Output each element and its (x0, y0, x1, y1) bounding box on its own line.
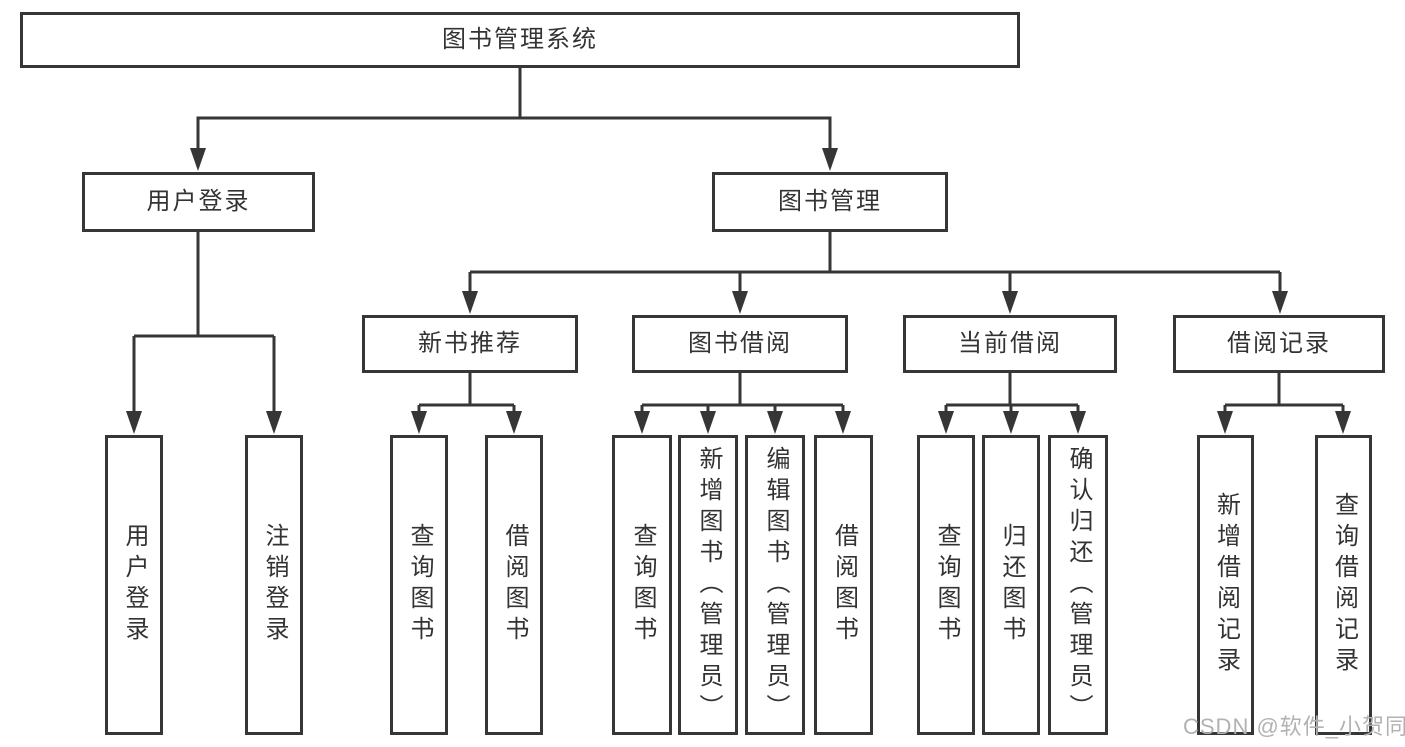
leaf-borrow-books-borrowing: 借阅图书 (814, 435, 873, 735)
leaf-query-books-borrowing: 查询图书 (612, 435, 672, 735)
leaf-borrow-books-recommend-label: 借阅图书 (501, 523, 528, 647)
leaf-query-borrow-record-label: 查询借阅记录 (1330, 492, 1358, 678)
leaf-add-borrow-record: 新增借阅记录 (1197, 435, 1254, 735)
node-borrowing-records-label: 借阅记录 (1227, 330, 1331, 357)
node-new-book-recommendation-label: 新书推荐 (418, 330, 522, 357)
csdn-watermark: CSDN @软件_小贺同学 (1183, 714, 1405, 739)
leaf-add-borrow-record-label: 新增借阅记录 (1212, 492, 1240, 678)
node-book-management-label: 图书管理 (778, 188, 882, 215)
node-new-book-recommendation: 新书推荐 (362, 315, 578, 373)
leaf-query-books-borrowing-label: 查询图书 (629, 523, 656, 647)
node-current-borrowing: 当前借阅 (903, 315, 1117, 373)
leaf-query-books-current: 查询图书 (917, 435, 975, 735)
leaf-query-books-current-label: 查询图书 (933, 523, 960, 647)
leaf-confirm-return-admin-label: 确认归还（管理员） (1065, 445, 1092, 725)
leaf-query-books-recommend-label: 查询图书 (406, 523, 433, 647)
node-book-management: 图书管理 (712, 172, 948, 232)
leaf-return-books: 归还图书 (982, 435, 1040, 735)
node-borrowing-records: 借阅记录 (1173, 315, 1385, 373)
leaf-add-books-admin: 新增图书（管理员） (678, 435, 738, 735)
leaf-user-login-label: 用户登录 (121, 523, 148, 647)
leaf-borrow-books-recommend: 借阅图书 (485, 435, 543, 735)
leaf-return-books-label: 归还图书 (998, 523, 1025, 647)
leaf-user-login: 用户登录 (105, 435, 163, 735)
leaf-confirm-return-admin: 确认归还（管理员） (1048, 435, 1108, 735)
node-book-borrowing: 图书借阅 (632, 315, 848, 373)
node-library-system-label: 图书管理系统 (442, 26, 598, 53)
leaf-logout: 注销登录 (245, 435, 303, 735)
leaf-add-books-admin-label: 新增图书（管理员） (695, 445, 722, 725)
node-library-system: 图书管理系统 (20, 12, 1020, 68)
leaf-query-borrow-record: 查询借阅记录 (1315, 435, 1372, 735)
leaf-edit-books-admin-label: 编辑图书（管理员） (762, 445, 789, 725)
node-user-login: 用户登录 (82, 172, 315, 232)
leaf-edit-books-admin: 编辑图书（管理员） (745, 435, 805, 735)
node-book-borrowing-label: 图书借阅 (688, 330, 792, 357)
leaf-query-books-recommend: 查询图书 (390, 435, 448, 735)
leaf-logout-label: 注销登录 (261, 523, 288, 647)
leaf-borrow-books-borrowing-label: 借阅图书 (830, 523, 858, 647)
node-user-login-label: 用户登录 (146, 188, 251, 215)
node-current-borrowing-label: 当前借阅 (958, 330, 1062, 357)
